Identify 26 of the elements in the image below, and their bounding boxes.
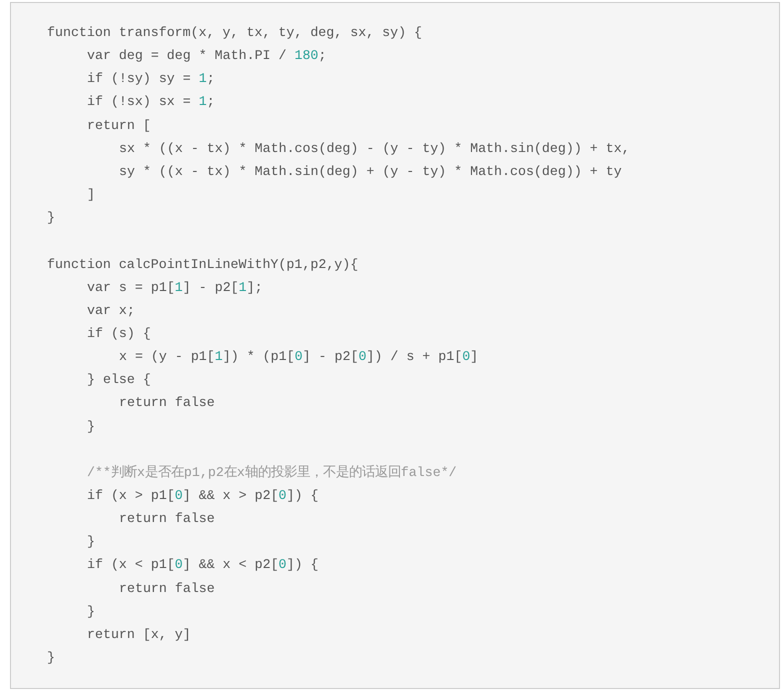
code-line: var x; bbox=[87, 302, 135, 320]
code-line: var s = p1[1] - p2[1]; bbox=[87, 278, 263, 297]
code-line: var deg = deg * Math.PI / 180; bbox=[87, 47, 326, 66]
code-line: } bbox=[87, 418, 95, 436]
code-line: return false bbox=[119, 510, 215, 528]
code-line: sy * ((x - tx) * Math.sin(deg) + (y - ty) * Math.cos(deg)) + ty bbox=[119, 162, 622, 181]
code-comment: /**判断x是否在p1,p2在x轴的投影里，不是的话返回false*/ bbox=[87, 464, 457, 482]
code-line: return false bbox=[119, 580, 215, 598]
code-line: sx * ((x - tx) * Math.cos(deg) - (y - ty) * Math.sin(deg)) + tx, bbox=[119, 140, 630, 158]
code-line: return [x, y] bbox=[87, 626, 191, 644]
code-line: if (x < p1[0] && x < p2[0]) { bbox=[87, 556, 318, 574]
code-line: } else { bbox=[87, 371, 151, 390]
code-line: function calcPointInLineWithY(p1,p2,y){ bbox=[47, 256, 358, 274]
code-line: return false bbox=[119, 394, 215, 412]
code-line: if (!sy) sy = 1; bbox=[87, 70, 215, 88]
code-line: x = (y - p1[1]) * (p1[0] - p2[0]) / s + p1[0] bbox=[119, 348, 478, 366]
code-line: } bbox=[87, 533, 95, 552]
code-line: if (x > p1[0] && x > p2[0]) { bbox=[87, 487, 318, 505]
code-line: if (!sx) sx = 1; bbox=[87, 93, 215, 112]
code-line: function transform(x, y, tx, ty, deg, sx, sy) { bbox=[47, 24, 422, 42]
code-line: } bbox=[87, 602, 95, 621]
code-line: ] bbox=[87, 186, 95, 204]
code-line: } bbox=[47, 649, 55, 668]
code-line: return [ bbox=[87, 116, 151, 135]
code-line: } bbox=[47, 209, 55, 228]
code-line: if (s) { bbox=[87, 324, 151, 343]
